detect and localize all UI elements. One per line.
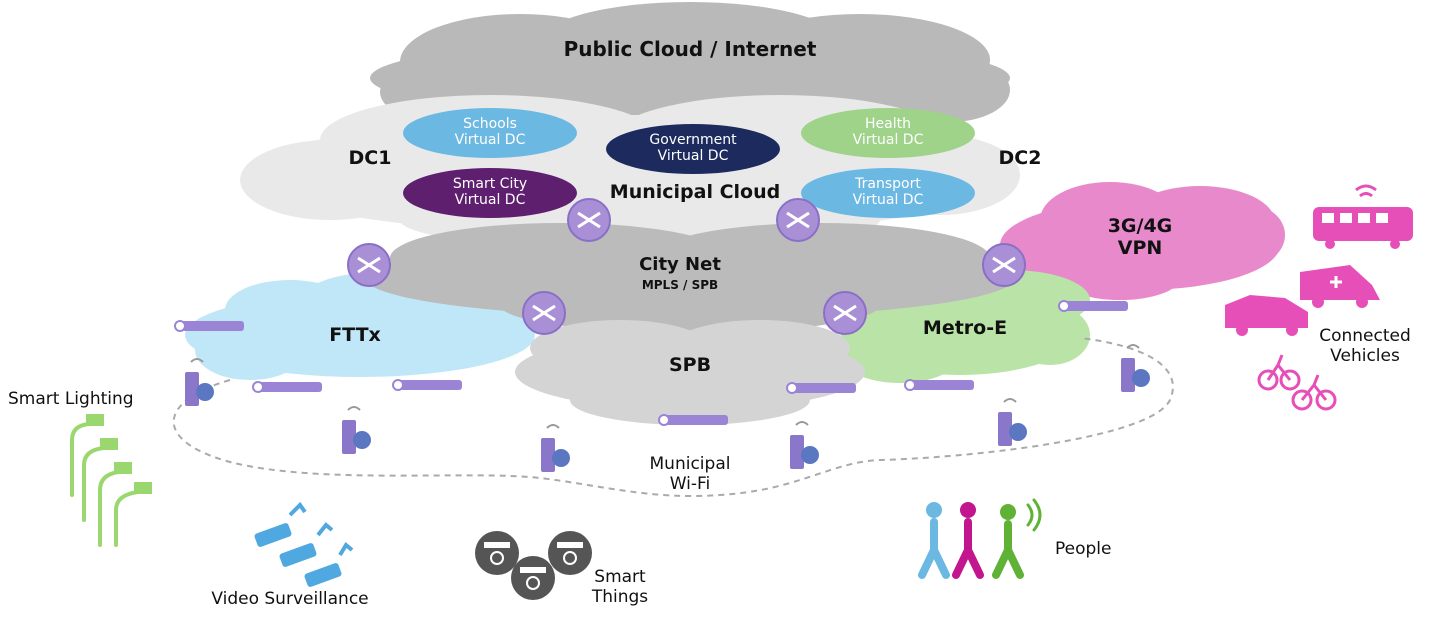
- vpn-cloud: [1000, 182, 1285, 300]
- access-point-group: [174, 300, 1128, 426]
- city-net-label: City Net: [639, 254, 721, 275]
- government-virtual-dc-label: Government Virtual DC: [649, 132, 737, 165]
- wireless-sensor-icon: [185, 358, 214, 406]
- health-virtual-dc-label: Health Virtual DC: [852, 116, 924, 149]
- access-point-icon: [1058, 300, 1128, 312]
- sensor-group: [185, 344, 1150, 472]
- wireless-sensor-icon: [790, 421, 819, 469]
- public-cloud-label: Public Cloud / Internet: [563, 37, 817, 61]
- access-point-icon: [252, 381, 322, 393]
- smart-city-virtual-dc-label: Smart City Virtual DC: [452, 176, 528, 209]
- router-switch-icon: [347, 243, 391, 287]
- connected-vehicles-icon: [1225, 184, 1413, 411]
- smart-meter-icon: [475, 531, 592, 600]
- router-switch-icon: [982, 243, 1026, 287]
- spb-label: SPB: [668, 354, 712, 376]
- access-point-icon: [392, 379, 462, 391]
- router-switch-icon: [776, 198, 820, 242]
- municipal-wifi-label: Municipal Wi-Fi: [649, 454, 731, 494]
- municipal-cloud-label: Municipal Cloud: [609, 181, 781, 203]
- wifi-coverage-boundary: [172, 337, 1174, 497]
- health-virtual-dc-oval: [801, 108, 975, 158]
- metro-e-label: Metro-E: [922, 317, 1008, 339]
- people-icon: [918, 498, 1042, 579]
- access-point-icon: [786, 382, 856, 394]
- vpn-label: 3G/4G VPN: [1107, 215, 1173, 259]
- access-point-icon: [658, 414, 728, 426]
- smart-city-virtual-dc-oval: [403, 168, 577, 218]
- router-switch-icon: [567, 198, 611, 242]
- smart-things-label: Smart Things: [591, 567, 649, 607]
- access-point-icon: [174, 320, 244, 332]
- fttx-label: FTTx: [329, 324, 381, 346]
- router-switch-icon: [823, 291, 867, 335]
- router-switch-icon: [522, 291, 566, 335]
- people-label: People: [1055, 539, 1112, 559]
- schools-virtual-dc-oval: [403, 108, 577, 158]
- video-surveillance-label: Video Surveillance: [211, 589, 369, 609]
- city-net-protocol-label: MPLS / SPB: [641, 278, 719, 292]
- wireless-sensor-icon: [998, 398, 1027, 446]
- government-virtual-dc-oval: [606, 124, 780, 174]
- schools-virtual-dc-label: Schools Virtual DC: [454, 116, 526, 149]
- switch-group: [347, 198, 1026, 335]
- virtual-dc-group: [403, 108, 975, 218]
- dc1-label: DC1: [348, 147, 392, 169]
- wireless-sensor-icon: [541, 424, 570, 472]
- connected-vehicles-label: Connected Vehicles: [1319, 326, 1411, 366]
- transport-virtual-dc-oval: [801, 168, 975, 218]
- smart-lighting-icon: [70, 414, 152, 547]
- transport-virtual-dc-label: Transport Virtual DC: [852, 176, 924, 209]
- video-camera-icon: [254, 501, 354, 587]
- smart-lighting-label: Smart Lighting: [8, 389, 134, 409]
- dc2-label: DC2: [998, 147, 1042, 169]
- wireless-sensor-icon: [342, 406, 371, 454]
- spb-cloud: [515, 320, 865, 425]
- wireless-sensor-icon: [1121, 344, 1150, 392]
- access-point-icon: [904, 379, 974, 391]
